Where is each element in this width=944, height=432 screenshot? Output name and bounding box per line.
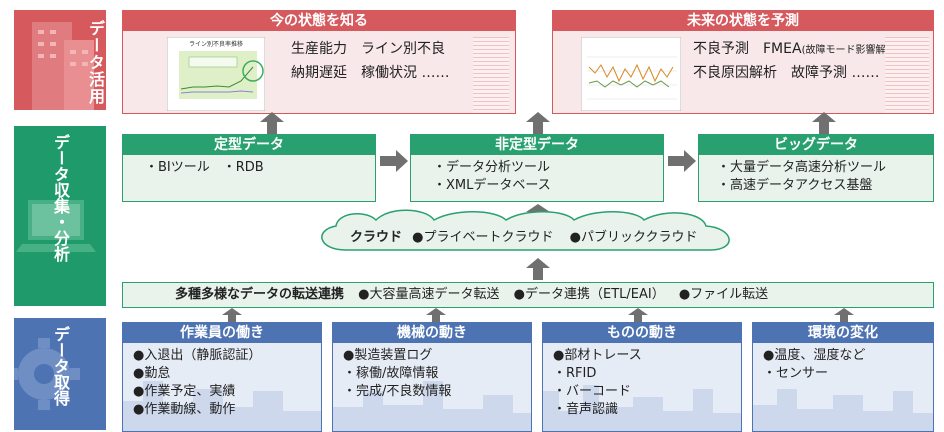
- environment-item: ●温度、湿度など: [763, 348, 866, 363]
- future-state-panel: 未来の状態を予測 不良予測 FMEA(故障モード影響解析) 不良原因解析 故障予…: [552, 10, 934, 114]
- goods-item: ●部材トレース: [553, 348, 642, 363]
- worker-title: 作業員の働き: [123, 323, 321, 343]
- future-line-1: 不良予測 FMEA: [693, 41, 802, 57]
- machine-title: 機械の動き: [333, 323, 531, 343]
- bigdata-box: ビッグデータ ・大量データ高速分析ツール ・高速データアクセス基盤: [698, 134, 934, 202]
- cloud-row: クラウド ●プライベートクラウド ●パブリッククラウド: [350, 226, 697, 245]
- worker-item: ●作業予定、実績: [133, 384, 236, 399]
- up-arrow-icon: [426, 308, 446, 322]
- thumbnail-chart-title: ライン別不良率推移: [189, 40, 243, 48]
- up-arrow-icon: [260, 112, 284, 134]
- worker-box: 作業員の働き ●入退出（静脈認証） ●勤怠 ●作業予定、実績 ●作業動線、動作: [122, 322, 322, 432]
- machine-box: 機械の動き ●製造装置ログ ・稼働/故障情報 ・完成/不良数情報: [332, 322, 532, 432]
- bigdata-title: ビッグデータ: [699, 135, 933, 155]
- transfer-title: 多種多様なデータの転送連携: [175, 287, 345, 302]
- up-arrow-icon: [526, 112, 550, 134]
- fmea-note: (故障モード影響解析): [801, 45, 900, 56]
- nonstandard-data-item: ・データ分析ツール: [433, 160, 551, 175]
- bigdata-item: ・大量データ高速分析ツール: [717, 160, 887, 175]
- machine-item: ・稼働/故障情報: [343, 366, 439, 381]
- transfer-item: ●ファイル転送: [678, 287, 769, 302]
- transfer-item: ●データ連携（ETL/EAI）: [513, 287, 665, 302]
- tier-label: データ取得: [51, 326, 70, 406]
- decor-stripes: [473, 37, 509, 113]
- tier-data-collect: データ収集・分析: [14, 126, 106, 306]
- now-line-1: 生産能力 ライン別不良: [291, 41, 445, 57]
- now-state-title: 今の状態を知る: [123, 11, 515, 31]
- goods-item: ・RFID: [553, 366, 597, 381]
- up-arrow-icon: [834, 308, 854, 322]
- building-icon: [32, 22, 94, 110]
- environment-title: 環境の変化: [753, 323, 933, 343]
- right-arrow-icon: [668, 150, 696, 172]
- skyline-decor: [543, 385, 741, 431]
- machine-item: ●製造装置ログ: [343, 348, 433, 363]
- up-arrow-icon: [628, 308, 648, 322]
- skyline-decor: [123, 381, 321, 431]
- future-line-2: 不良原因解析 故障予測 ……: [693, 65, 880, 81]
- goods-item: ・音声認識: [553, 402, 619, 417]
- now-line-2: 納期遅延 稼働状況 ……: [291, 65, 450, 81]
- cloud-shape: [321, 209, 730, 251]
- nonstandard-data-item: ・XMLデータベース: [433, 178, 551, 193]
- standard-data-title: 定型データ: [123, 135, 375, 155]
- cloud-label: クラウド: [350, 230, 403, 245]
- gear-icon: [14, 338, 80, 410]
- transfer-bar: 多種多様なデータの転送連携 ●大容量高速データ転送 ●データ連携（ETL/EAI…: [122, 282, 934, 308]
- goods-item: ・バーコード: [553, 384, 632, 399]
- worker-item: ●作業動線、動作: [133, 402, 236, 417]
- up-arrow-icon: [222, 308, 242, 322]
- laptop-icon: [16, 200, 96, 252]
- up-arrow-icon: [812, 112, 836, 134]
- now-state-panel: 今の状態を知る ライン別不良率推移 生産能力 ライン別不良 納期遅延 稼働状況 …: [122, 10, 516, 114]
- bigdata-item: ・高速データアクセス基盤: [717, 178, 873, 193]
- line-chart-thumbnail: ライン別不良率推移: [167, 37, 265, 111]
- right-arrow-icon: [380, 150, 408, 172]
- tier-label: データ活用: [86, 20, 105, 105]
- up-arrow-icon: [526, 258, 550, 280]
- nonstandard-data-box: 非定型データ ・データ分析ツール ・XMLデータベース: [410, 134, 664, 202]
- worker-item: ●入退出（静脈認証）: [133, 348, 262, 363]
- environment-box: 環境の変化 ●温度、湿度など ・センサー: [752, 322, 934, 432]
- tier-label: データ収集・分析: [51, 134, 70, 262]
- decor-stripes: [885, 37, 929, 113]
- goods-title: ものの動き: [543, 323, 741, 343]
- prediction-chart-thumbnail: [581, 37, 681, 111]
- private-cloud: ●プライベートクラウド: [412, 230, 554, 245]
- nonstandard-data-title: 非定型データ: [411, 135, 663, 155]
- up-arrow-icon: [526, 204, 550, 218]
- transfer-item: ●大容量高速データ転送: [358, 287, 500, 302]
- standard-data-box: 定型データ ・BIツール ・RDB: [122, 134, 376, 202]
- skyline-decor: [333, 381, 531, 431]
- skyline-decor: [753, 389, 933, 431]
- environment-item: ・センサー: [763, 366, 829, 381]
- standard-data-item: ・BIツール ・RDB: [145, 160, 264, 175]
- machine-item: ・完成/不良数情報: [343, 384, 452, 399]
- public-cloud: ●パブリッククラウド: [569, 230, 698, 245]
- tier-data-get: データ取得: [14, 318, 106, 430]
- worker-item: ●勤怠: [133, 366, 171, 381]
- future-state-title: 未来の状態を予測: [553, 11, 933, 31]
- goods-box: ものの動き ●部材トレース ・RFID ・バーコード ・音声認識: [542, 322, 742, 432]
- tier-data-use: データ活用: [14, 10, 106, 110]
